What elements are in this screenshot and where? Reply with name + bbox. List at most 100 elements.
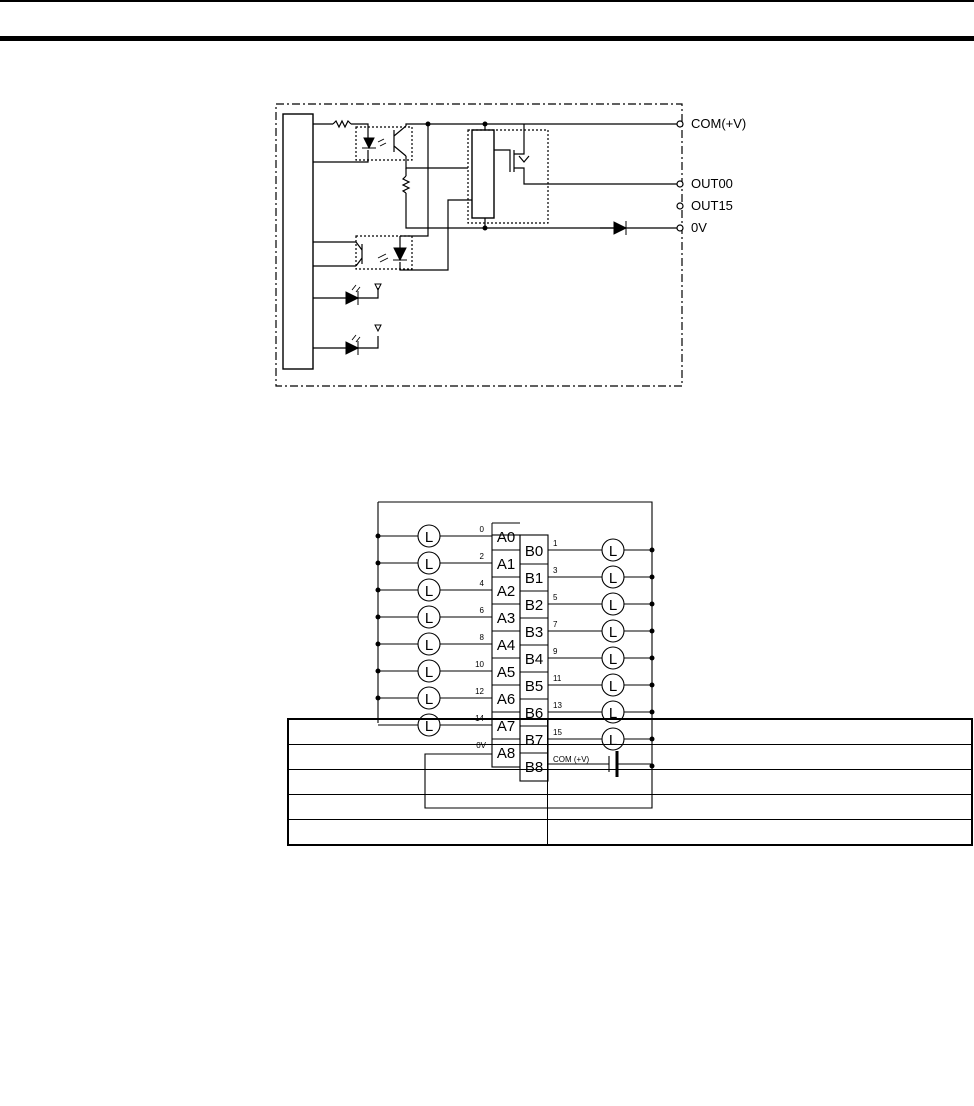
load-b4	[601, 646, 625, 670]
table-row	[287, 769, 973, 795]
table-row	[287, 718, 973, 745]
terminal-a0: A0	[497, 529, 515, 546]
load-label: L	[609, 705, 617, 722]
terminal-com	[676, 120, 684, 128]
load-b1	[601, 565, 625, 589]
module-boundary	[275, 103, 683, 387]
terminal-b2: B2	[525, 597, 543, 614]
load-label: L	[609, 624, 617, 641]
driver-ic	[471, 129, 495, 219]
led-upper	[363, 137, 375, 150]
terminal-out00	[676, 180, 684, 188]
junction	[649, 547, 655, 553]
resistor-top	[332, 119, 352, 129]
diode-0v	[613, 221, 628, 235]
wire-label-b5: 11	[553, 674, 562, 683]
wire-label-a1: 2	[480, 552, 485, 561]
terminal-b0: B0	[525, 543, 543, 560]
photocoupler-top	[355, 126, 413, 161]
load-label: L	[425, 583, 433, 600]
junction	[649, 709, 655, 715]
table-row	[287, 744, 973, 770]
terminal-b6: B6	[525, 705, 543, 722]
header-rule-thin	[0, 0, 974, 2]
load-b3	[601, 619, 625, 643]
wire-label-a4: 8	[480, 633, 485, 642]
junction	[649, 655, 655, 661]
load-a3	[417, 605, 441, 629]
table-row	[287, 819, 973, 846]
spec-table	[287, 718, 973, 846]
table-cell	[287, 794, 548, 820]
wire-label-a0: 0	[480, 525, 485, 534]
wire-label-a6: 12	[475, 687, 484, 696]
load-a5	[417, 659, 441, 683]
wire-label-a2: 4	[480, 579, 485, 588]
load-a0	[417, 524, 441, 548]
wire-label-b2: 5	[553, 593, 558, 602]
load-label: L	[425, 637, 433, 654]
junction	[375, 614, 381, 620]
terminal-a6: A6	[497, 691, 515, 708]
table-cell	[287, 819, 548, 846]
terminal-out15	[676, 202, 684, 210]
wire-label-b6: 13	[553, 701, 562, 710]
output-circuit-diagram: COM(+V) OUT00 OUT15 0V	[275, 103, 746, 387]
resistor-middle	[401, 175, 411, 194]
indicator-led-1	[345, 291, 360, 305]
table-cell	[547, 718, 973, 745]
junction	[375, 560, 381, 566]
table-cell	[287, 718, 548, 745]
load-label: L	[609, 570, 617, 587]
load-label: L	[425, 556, 433, 573]
load-b0	[601, 538, 625, 562]
terminal-label-out15: OUT15	[691, 198, 733, 213]
header-rule-thick	[0, 36, 974, 41]
photocoupler-bottom	[355, 235, 413, 270]
terminal-b5: B5	[525, 678, 543, 695]
junction	[649, 574, 655, 580]
wire-label-a3: 6	[480, 606, 485, 615]
terminal-label-0v: 0V	[691, 220, 707, 235]
table-cell	[547, 819, 973, 846]
led-lower	[393, 247, 407, 262]
terminal-0v	[676, 224, 684, 232]
terminal-a4: A4	[497, 637, 515, 654]
table-cell	[547, 794, 973, 820]
load-label: L	[425, 529, 433, 546]
junction	[375, 641, 381, 647]
terminal-a5: A5	[497, 664, 515, 681]
junction	[375, 668, 381, 674]
wire-label-b0: 1	[553, 539, 558, 548]
junction	[375, 695, 381, 701]
load-label: L	[609, 543, 617, 560]
junction	[649, 628, 655, 634]
load-label: L	[609, 597, 617, 614]
indicator-led-2	[345, 341, 360, 355]
terminal-a1: A1	[497, 556, 515, 573]
terminal-label-out00: OUT00	[691, 176, 733, 191]
terminal-label-com: COM(+V)	[691, 116, 746, 131]
junction	[649, 601, 655, 607]
load-label: L	[609, 651, 617, 668]
load-b2	[601, 592, 625, 616]
terminal-a2: A2	[497, 583, 515, 600]
wire-label-b3: 7	[553, 620, 558, 629]
junction	[649, 682, 655, 688]
load-a6	[417, 686, 441, 710]
wire-label-a5: 10	[475, 660, 484, 669]
terminal-a3: A3	[497, 610, 515, 627]
table-cell	[547, 769, 973, 795]
load-a4	[417, 632, 441, 656]
load-b5	[601, 673, 625, 697]
terminal-b1: B1	[525, 570, 543, 587]
table-cell	[287, 769, 548, 795]
load-label: L	[609, 678, 617, 695]
load-a1	[417, 551, 441, 575]
load-a2	[417, 578, 441, 602]
wire-label-b4: 9	[553, 647, 558, 656]
junction	[375, 533, 381, 539]
table-row	[287, 794, 973, 820]
terminal-b4: B4	[525, 651, 543, 668]
